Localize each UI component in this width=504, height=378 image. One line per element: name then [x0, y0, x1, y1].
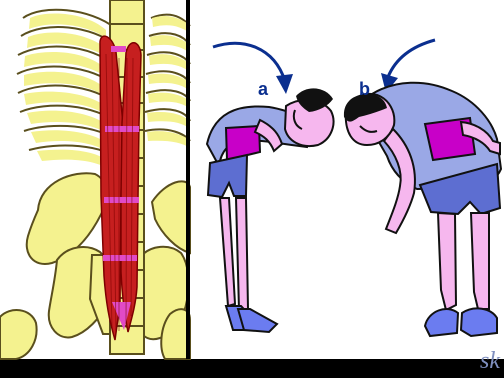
forward-bend-figure: [207, 88, 333, 332]
torso-skeleton: [0, 0, 190, 359]
label-b: b: [359, 80, 370, 98]
watermark-text: sk: [480, 349, 500, 373]
label-a: a: [258, 80, 268, 98]
side-bend-figure: [344, 83, 501, 336]
